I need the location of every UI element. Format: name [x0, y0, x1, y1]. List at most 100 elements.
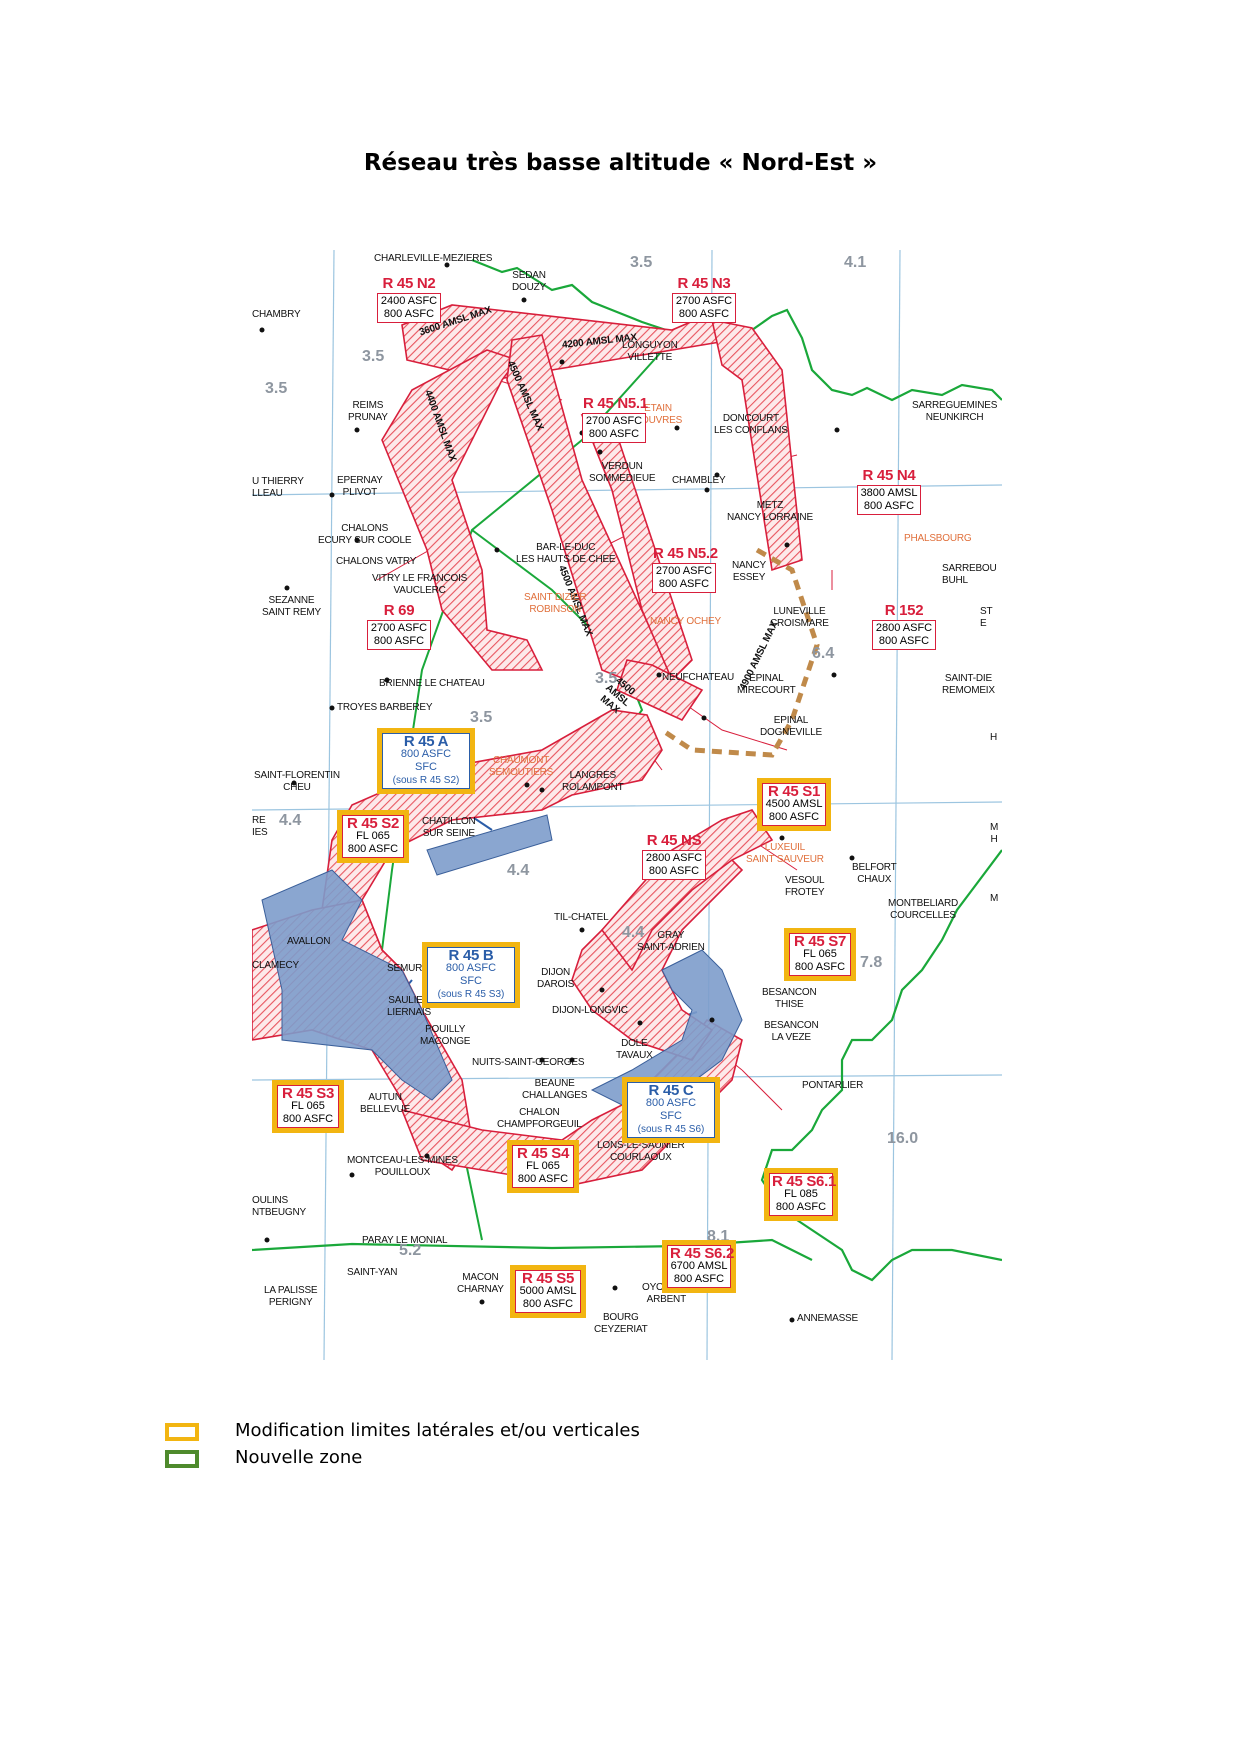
zone-label-r45-s2: R 45 S2 FL 065 800 ASFC [337, 810, 409, 863]
hatched-corridors [381, 304, 803, 722]
zone-floor: 800 ASFC [673, 1273, 725, 1285]
city-label: TIL-CHATEL [554, 912, 609, 923]
zone-note: (sous R 45 S6) [637, 1124, 705, 1135]
zone-note: (sous R 45 S2) [392, 775, 460, 786]
grid-number: 3.5 [265, 380, 288, 397]
city-label: BESANCON LA VEZE [764, 1020, 819, 1043]
zone-label-r45-n3: R 45 N3 2700 ASFC 800 ASFC [672, 276, 736, 323]
city-label: SAINT-FLORENTIN CHEU [254, 770, 340, 793]
zone-floor: 800 ASFC [383, 308, 435, 320]
city-label: CHATILLON SUR SEINE [422, 816, 476, 839]
city-label: SEDAN DOUZY [512, 270, 547, 293]
city-label: SEZANNE SAINT REMY [262, 595, 321, 618]
city-label: EPERNAY PLIVOT [337, 475, 383, 498]
grid-number: 3.5 [362, 348, 385, 365]
city-label: LUNEVILLE CROISMARE [770, 606, 829, 629]
zone-name: R 45 S1 [767, 783, 821, 800]
zone-floor: 800 ASFC [648, 865, 700, 877]
grid-number: 16.0 [887, 1130, 919, 1147]
city-label: CHALONS VATRY [336, 556, 417, 567]
city-label: NUITS-SAINT-GEORGES [472, 1057, 585, 1068]
city-label: MACON CHARNAY [457, 1272, 504, 1295]
zone-name: R 45 S6.1 [772, 1173, 837, 1190]
city-label: VERDUN SOMMEDIEUE [589, 461, 656, 484]
city-label: BRIENNE LE CHATEAU [379, 678, 485, 689]
city-label: M H [990, 822, 999, 845]
zone-floor: SFC [415, 761, 437, 773]
zone-ceiling: 4500 AMSL [765, 798, 823, 810]
city-label: ST E [980, 606, 993, 629]
zone-label-r45-n2: R 45 N2 2400 ASFC 800 ASFC [377, 276, 441, 323]
zone-floor: 800 ASFC [588, 428, 640, 440]
zone-ceiling: 800 ASFC [445, 962, 497, 974]
border-line-east [760, 849, 1002, 1282]
zone-name: R 45 NS [646, 832, 702, 849]
page-title: Réseau très basse altitude « Nord-Est » [363, 150, 878, 176]
zone-ceiling: 2700 ASFC [655, 565, 713, 577]
city-label: SAINT DIZIER ROBINSON [524, 592, 587, 615]
zone-ceiling: FL 065 [803, 948, 837, 960]
zone-name: R 45 C [648, 1082, 694, 1099]
city-label: BESANCON THISE [762, 987, 817, 1010]
city-label: SARREGUEMINES NEUNKIRCH [912, 400, 998, 423]
zone-ceiling: 2700 ASFC [585, 415, 643, 427]
airspace-map: 3600 AMSL MAX 4200 AMSL MAX 4400 AMSL MA… [252, 250, 1002, 1360]
zone-name: R 45 B [448, 947, 494, 964]
zone-label-r152: R 152 2800 ASFC 800 ASFC [872, 603, 936, 650]
zone-name: R 45 S3 [281, 1085, 335, 1102]
city-label: CHAMBLEY [672, 475, 726, 486]
city-label: VITRY LE FRANCOIS VAUCLERC [372, 573, 468, 596]
zone-floor: 800 ASFC [878, 635, 930, 647]
city-label: LA PALISSE PERIGNY [264, 1285, 318, 1308]
zone-label-r45-n51: R 45 N5.1 2700 ASFC 800 ASFC [582, 396, 648, 443]
zone-ceiling: 800 ASFC [400, 748, 452, 760]
city-label: REIMS PRUNAY [348, 400, 388, 423]
zone-ceiling: 2700 ASFC [675, 295, 733, 307]
zone-ceiling: 2800 ASFC [875, 622, 933, 634]
city-label: NEUFCHATEAU [662, 672, 735, 683]
city-label: U THIERRY LLEAU [252, 476, 304, 499]
zone-floor: 800 ASFC [768, 811, 820, 823]
city-label: BAR-LE-DUC LES HAUTS DE CHEE [516, 542, 616, 565]
zone-label-r45-s1: R 45 S1 4500 AMSL 800 ASFC [757, 778, 831, 831]
zone-floor: 800 ASFC [522, 1298, 574, 1310]
zone-floor: 800 ASFC [282, 1113, 334, 1125]
zone-ceiling: 3800 AMSL [860, 487, 918, 499]
border-line [471, 258, 1002, 402]
grid-number: 4.4 [279, 812, 302, 829]
zone-note: (sous R 45 S3) [437, 989, 505, 1000]
city-label: SAINT-DIE REMOMEIX [942, 673, 995, 696]
zone-label-r45-s61: R 45 S6.1 FL 085 800 ASFC [764, 1168, 838, 1221]
map-canvas [252, 250, 1002, 1360]
grid-number: 3.5 [630, 254, 653, 271]
city-label: SAULIEU LIERNAIS [387, 995, 431, 1018]
city-label: DONCOURT LES CONFLANS [714, 413, 788, 436]
grid-number: 4.4 [622, 924, 645, 941]
city-label: PARAY LE MONIAL [362, 1235, 448, 1246]
zone-label-r45-s62: R 45 S6.2 6700 AMSL 800 ASFC [662, 1240, 736, 1293]
city-label: BEAUNE CHALLANGES [522, 1078, 588, 1101]
dashed-corridor [660, 547, 820, 758]
zone-ceiling: 800 ASFC [645, 1097, 697, 1109]
zone-floor: SFC [660, 1110, 682, 1122]
city-label: PHALSBOURG [904, 533, 972, 544]
blue-zones [261, 814, 743, 1111]
grid-number: 6.4 [812, 645, 835, 662]
city-label: CHAUMONT SEMOUTIERS [489, 755, 554, 778]
city-label: M [990, 893, 999, 904]
zone-floor: 800 ASFC [517, 1173, 569, 1185]
city-label: ANNEMASSE [797, 1313, 858, 1324]
city-label: H [990, 732, 998, 743]
city-label: CHALON CHAMPFORGEUIL [497, 1107, 582, 1130]
zone-label-r45-b: R 45 B 800 ASFC SFC (sous R 45 S3) [422, 942, 520, 1008]
city-label: TROYES BARBEREY [337, 702, 433, 713]
city-label: SARREBOU BUHL [942, 563, 997, 586]
city-label: PONTARLIER [802, 1080, 864, 1091]
border-line-south [252, 1238, 813, 1261]
zone-floor: 800 ASFC [347, 843, 399, 855]
legend-label: Nouvelle zone [235, 1447, 363, 1468]
city-label: LONGUYON VILLETTE [622, 340, 678, 363]
legend-item-modified: Modification limites latérales et/ou ver… [165, 1420, 665, 1444]
zone-ceiling: 6700 AMSL [670, 1260, 728, 1272]
city-label: CHAMBRY [252, 309, 301, 320]
